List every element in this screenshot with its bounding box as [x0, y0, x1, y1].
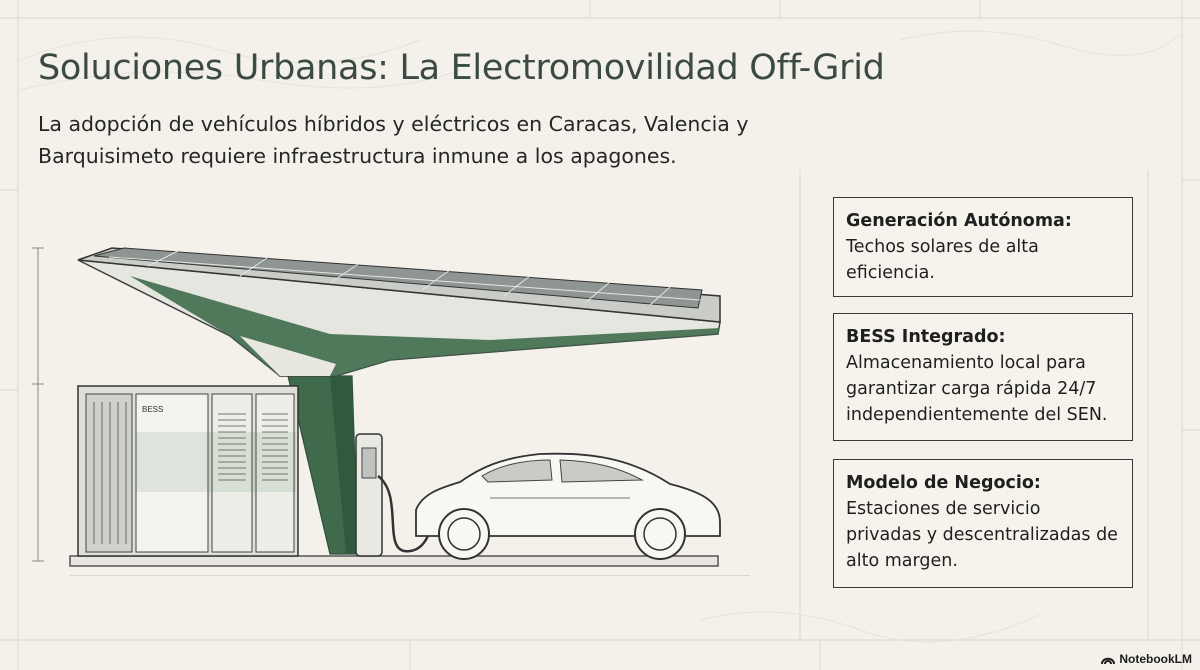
- card-heading: Modelo de Negocio:: [846, 473, 1041, 493]
- ev-charging-station-illustration: BESS: [32, 247, 750, 576]
- card-heading: BESS Integrado:: [846, 327, 1006, 347]
- brand-name: NotebookLM: [1119, 652, 1192, 666]
- info-card-bess: BESS Integrado: Almacenamiento local par…: [833, 313, 1133, 441]
- page-subtitle: La adopción de vehículos híbridos y eléc…: [38, 112, 749, 168]
- card-body: Estaciones de servicio privadas y descen…: [846, 499, 1118, 571]
- card-body: Almacenamiento local para garantizar car…: [846, 353, 1108, 425]
- info-card-modelo-negocio: Modelo de Negocio: Estaciones de servici…: [833, 459, 1133, 588]
- bess-label: BESS: [142, 405, 163, 414]
- page-title: Soluciones Urbanas: La Electromovilidad …: [38, 48, 885, 88]
- card-body: Techos solares de alta eficiencia.: [846, 237, 1039, 283]
- info-card-generacion: Generación Autónoma: Techos solares de a…: [833, 197, 1133, 297]
- notebooklm-logo-icon: [1101, 657, 1116, 665]
- card-heading: Generación Autónoma:: [846, 211, 1072, 231]
- notebooklm-watermark: NotebookLM: [1101, 652, 1192, 666]
